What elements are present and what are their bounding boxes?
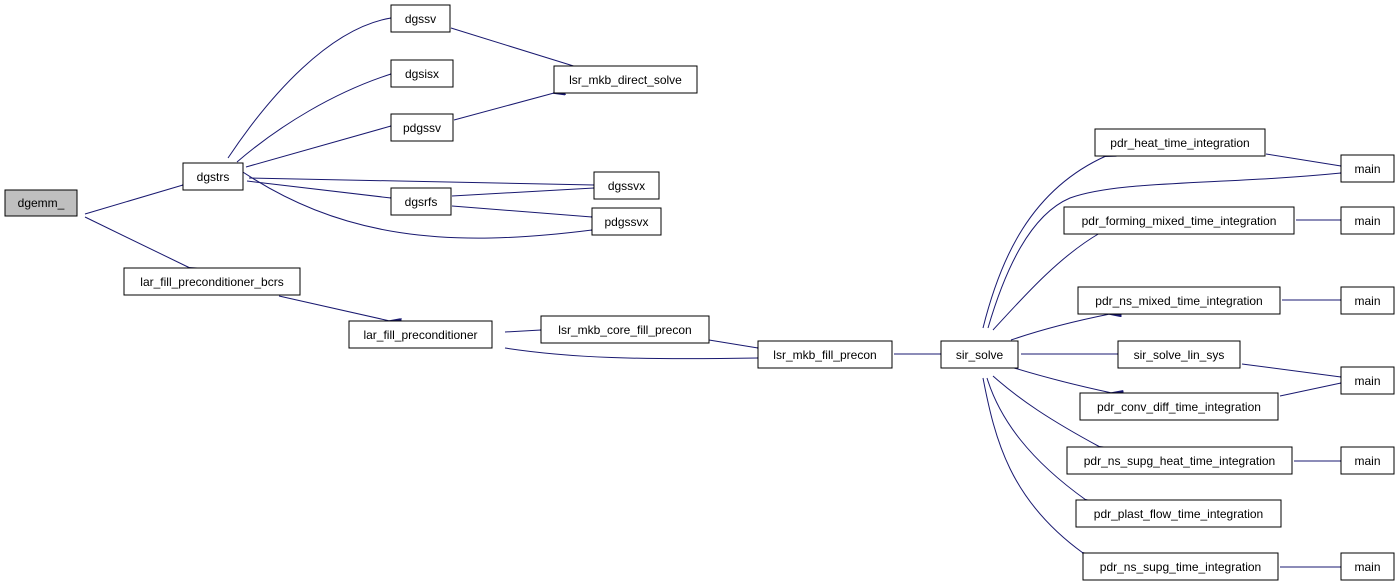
node-pdr-plast-flow-time-integration[interactable]: pdr_plast_flow_time_integration — [1075, 499, 1282, 528]
node-label: lsr_mkb_core_fill_precon — [558, 323, 691, 337]
node-main-3[interactable]: main — [1340, 286, 1395, 315]
node-lsr-mkb-direct-solve[interactable]: lsr_mkb_direct_solve — [553, 65, 698, 94]
node-pdgssvx[interactable]: pdgssvx — [591, 207, 662, 236]
node-label: dgstrs — [197, 170, 230, 184]
node-lsr-mkb-fill-precon[interactable]: lsr_mkb_fill_precon — [757, 340, 893, 369]
node-label: pdr_ns_supg_time_integration — [1100, 560, 1261, 574]
edge-pdr-ns-supg-heat-time-integration-to-sir-solve — [992, 375, 1100, 447]
edge-dgssvx-to-dgsrfs — [451, 188, 594, 197]
node-label: dgssvx — [608, 179, 645, 193]
edge-pdgssvx-to-dgsrfs — [451, 205, 592, 217]
node-label: main — [1354, 162, 1380, 176]
edge-dgssvx-to-dgstrs — [248, 177, 594, 185]
node-main-4[interactable]: main — [1340, 366, 1395, 395]
node-pdr-forming-mixed-time-integration[interactable]: pdr_forming_mixed_time_integration — [1063, 206, 1295, 235]
edge-dgsrfs-to-dgstrs — [246, 180, 391, 198]
edge-pdr-ns-mixed-time-integration-to-sir-solve — [1010, 314, 1110, 341]
call-edges — [84, 18, 1341, 567]
node-pdr-ns-mixed-time-integration[interactable]: pdr_ns_mixed_time_integration — [1077, 286, 1281, 315]
node-label: main — [1354, 294, 1380, 308]
node-label: pdgssvx — [604, 215, 648, 229]
node-sir-solve[interactable]: sir_solve — [940, 340, 1019, 369]
node-label: dgsisx — [405, 67, 439, 81]
edge-lsr-mkb-direct-solve-to-pdgssv — [453, 93, 554, 121]
node-label: lar_fill_preconditioner_bcrs — [140, 275, 283, 289]
node-label: pdr_ns_supg_heat_time_integration — [1084, 454, 1275, 468]
edge-main-to-pdr-heat-time-integration — [1265, 153, 1341, 166]
edge-dgstrs-to-dgemm — [84, 185, 183, 215]
edge-main-to-sir-solve — [987, 173, 1341, 329]
node-label: pdr_forming_mixed_time_integration — [1082, 214, 1277, 228]
node-main-6[interactable]: main — [1340, 552, 1395, 581]
edge-lsr-mkb-direct-solve-to-dgssv — [450, 27, 580, 68]
node-label: main — [1354, 560, 1380, 574]
edge-pdr-conv-diff-time-integration-to-sir-solve — [1010, 366, 1112, 393]
edge-dgssv-to-dgstrs — [227, 18, 391, 159]
edge-lsr-mkb-core-fill-precon-to-lar-fill-preconditioner — [504, 330, 541, 332]
node-lsr-mkb-core-fill-precon[interactable]: lsr_mkb_core_fill_precon — [540, 315, 710, 344]
node-label: dgemm_ — [18, 196, 65, 210]
node-dgstrs[interactable]: dgstrs — [182, 162, 244, 191]
node-label: pdgssv — [403, 121, 441, 135]
node-pdr-ns-supg-heat-time-integration[interactable]: pdr_ns_supg_heat_time_integration — [1066, 446, 1293, 475]
node-label: sir_solve_lin_sys — [1134, 348, 1225, 362]
node-lar-fill-preconditioner-bcrs[interactable]: lar_fill_preconditioner_bcrs — [123, 267, 301, 296]
node-label: pdr_plast_flow_time_integration — [1094, 507, 1263, 521]
node-label: dgssv — [405, 12, 436, 26]
node-label: pdr_heat_time_integration — [1110, 136, 1249, 150]
node-label: sir_solve — [956, 348, 1004, 362]
node-pdgssv[interactable]: pdgssv — [390, 113, 454, 142]
edge-pdgssv-to-dgstrs — [245, 126, 391, 168]
node-dgssv[interactable]: dgssv — [390, 4, 451, 33]
edge-dgsisx-to-dgstrs — [236, 74, 391, 163]
node-pdr-conv-diff-time-integration[interactable]: pdr_conv_diff_time_integration — [1079, 392, 1279, 421]
node-main-1[interactable]: main — [1340, 154, 1395, 183]
edge-lar-fill-preconditioner-bcrs-to-dgemm — [84, 216, 190, 268]
node-label: dgsrfs — [405, 195, 438, 209]
edge-lar-fill-preconditioner-to-bcrs — [278, 295, 390, 321]
edge-lsr-mkb-fill-precon-to-lsr-mkb-core-fill-precon — [708, 339, 758, 348]
node-label: main — [1354, 454, 1380, 468]
node-label: lsr_mkb_fill_precon — [773, 348, 876, 362]
node-label: lsr_mkb_direct_solve — [569, 73, 682, 87]
edge-pdgssvx-to-dgstrs — [233, 165, 592, 239]
edge-pdr-heat-time-integration-to-sir-solve — [982, 156, 1106, 329]
node-label: main — [1354, 214, 1380, 228]
edge-main-to-pdr-conv-diff-time-integration — [1279, 383, 1341, 397]
node-pdr-heat-time-integration[interactable]: pdr_heat_time_integration — [1094, 128, 1266, 157]
node-label: pdr_ns_mixed_time_integration — [1095, 294, 1262, 308]
node-label: pdr_conv_diff_time_integration — [1097, 400, 1261, 414]
node-sir-solve-lin-sys[interactable]: sir_solve_lin_sys — [1117, 340, 1241, 369]
edge-pdr-plast-flow-time-integration-to-sir-solve — [986, 377, 1086, 500]
edge-main-to-sir-solve-lin-sys — [1241, 363, 1341, 377]
node-pdr-ns-supg-time-integration[interactable]: pdr_ns_supg_time_integration — [1082, 552, 1279, 581]
node-label: lar_fill_preconditioner — [363, 328, 477, 342]
node-lar-fill-preconditioner[interactable]: lar_fill_preconditioner — [348, 320, 493, 349]
node-dgsisx[interactable]: dgsisx — [390, 59, 454, 88]
node-label: main — [1354, 374, 1380, 388]
graph-nodes: dgemm_ dgstrs lar_fill_preconditioner_bc… — [4, 4, 1395, 581]
edge-pdr-ns-supg-time-integration-to-sir-solve — [982, 377, 1083, 553]
node-dgsrfs[interactable]: dgsrfs — [390, 187, 452, 216]
node-dgemm[interactable]: dgemm_ — [4, 189, 78, 217]
edge-lsr-mkb-fill-precon-to-lar-fill-preconditioner — [504, 347, 758, 359]
edge-pdr-forming-mixed-time-integration-to-sir-solve — [992, 233, 1100, 331]
node-main-2[interactable]: main — [1340, 206, 1395, 235]
node-main-5[interactable]: main — [1340, 446, 1395, 475]
node-dgssvx[interactable]: dgssvx — [593, 171, 660, 200]
